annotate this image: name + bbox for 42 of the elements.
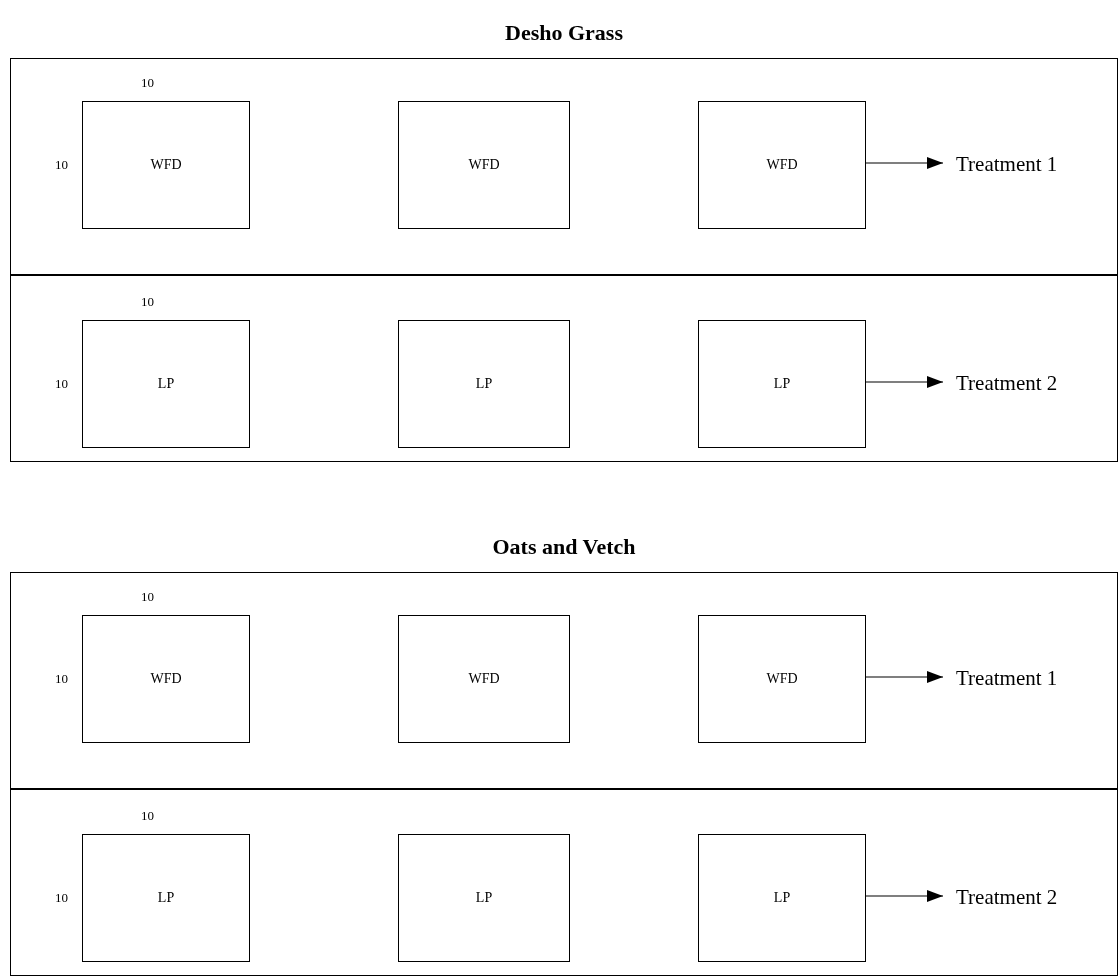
plot-label: LP: [773, 377, 791, 391]
plot-label: LP: [773, 891, 791, 905]
dimension-label: 10: [141, 295, 154, 308]
plot-box: [398, 101, 570, 229]
treatment-label: Treatment 1: [956, 663, 1106, 693]
plot-box: [398, 834, 570, 962]
arrow: [864, 376, 944, 388]
plot-label: WFD: [468, 672, 500, 686]
field-row: [10, 789, 1118, 976]
plot-box: [698, 101, 866, 229]
plot-label: WFD: [468, 158, 500, 172]
dimension-label: 10: [55, 891, 68, 904]
plot-box: [398, 615, 570, 743]
plot-box: [398, 320, 570, 448]
dimension-label: 10: [141, 76, 154, 89]
plot-label: LP: [475, 377, 493, 391]
panel-heading: Oats and Vetch: [492, 536, 636, 558]
dimension-label: 10: [55, 158, 68, 171]
arrow: [864, 671, 944, 683]
dimension-label: 10: [141, 590, 154, 603]
field-row: [10, 275, 1118, 462]
plot-box: [698, 615, 866, 743]
panel-heading: Desho Grass: [505, 22, 623, 44]
treatment-label: Treatment 1: [956, 149, 1106, 179]
treatment-label: Treatment 2: [956, 368, 1106, 398]
plot-label: LP: [157, 891, 175, 905]
treatment-label: Treatment 2: [956, 882, 1106, 912]
arrow: [864, 890, 944, 902]
plot-label: WFD: [150, 672, 182, 686]
dimension-label: 10: [55, 672, 68, 685]
arrow: [864, 157, 944, 169]
plot-label: LP: [157, 377, 175, 391]
field-row: [10, 572, 1118, 789]
plot-box: [698, 834, 866, 962]
plot-label: LP: [475, 891, 493, 905]
dimension-label: 10: [55, 377, 68, 390]
plot-label: WFD: [150, 158, 182, 172]
dimension-label: 10: [141, 809, 154, 822]
plot-label: WFD: [766, 158, 798, 172]
plot-label: WFD: [766, 672, 798, 686]
plot-box: [698, 320, 866, 448]
field-row: [10, 58, 1118, 275]
